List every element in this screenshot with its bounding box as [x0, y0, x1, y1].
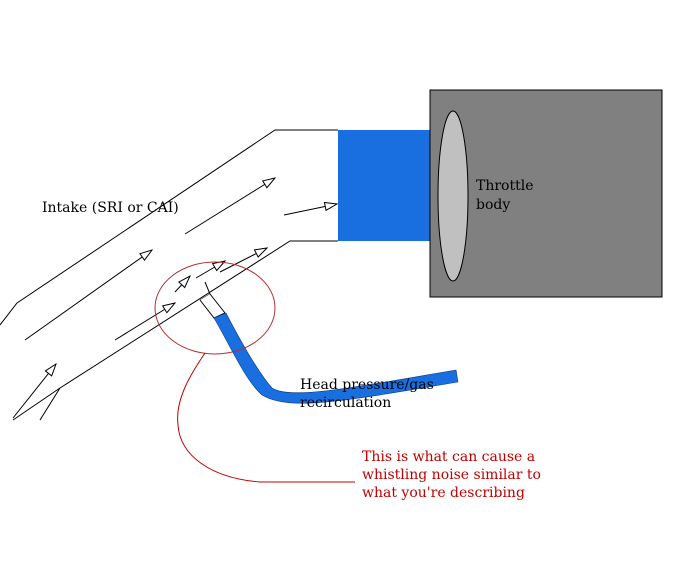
intake-pipe-lower-wall: [12, 240, 338, 421]
annotation-pointer: [177, 352, 355, 483]
throttle-body-box: [429, 89, 663, 298]
intake-pipe-upper-wall: [0, 129, 338, 326]
note-line1: This is what can cause a: [362, 449, 536, 465]
airflow-arrows: [12, 178, 337, 419]
hose-label-line1: Head pressure/gas: [300, 377, 434, 393]
note-line2: whistling noise similar to: [362, 467, 541, 483]
highlight-circle: [154, 261, 276, 355]
recirculation-hose: [213, 312, 459, 404]
intake-label: Intake (SRI or CAI): [42, 200, 179, 216]
hose-label-line2: recirculation: [300, 395, 392, 411]
note-line3: what you're describing: [362, 485, 525, 501]
throttle-label-line1: Throttle: [476, 178, 534, 194]
throttle-plate: [437, 110, 469, 282]
silicone-coupler: [338, 130, 430, 241]
throttle-label-line2: body: [476, 197, 511, 213]
